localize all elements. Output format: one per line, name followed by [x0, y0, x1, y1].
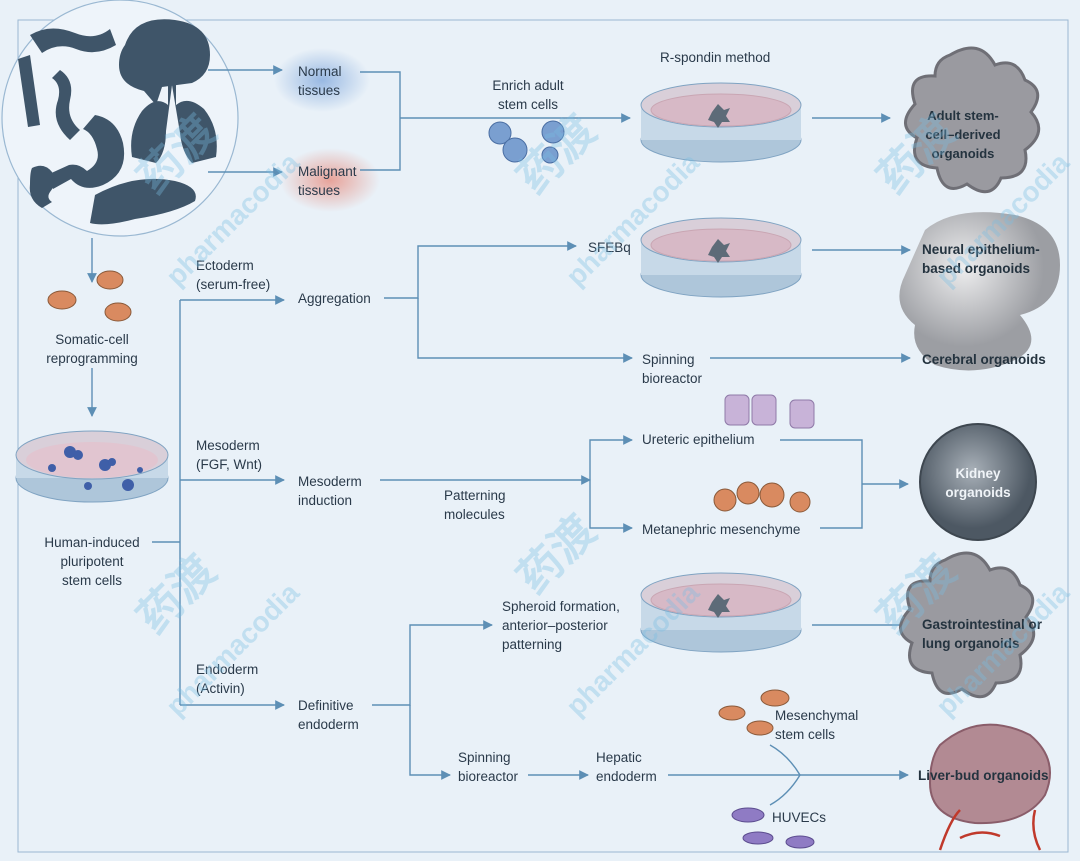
huvec-merge [769, 774, 801, 806]
malignant-glow [280, 148, 380, 212]
dish-spheroid [640, 572, 802, 653]
msc-merge [769, 744, 801, 776]
metanephric-cells [713, 481, 811, 513]
label-mesoderm-induction: Mesoderm induction [298, 474, 362, 508]
arrow-to-metanephric [589, 480, 633, 533]
label-spinning-1: Spinning bioreactor [642, 352, 703, 386]
dish-rspondin [640, 82, 802, 163]
label-ipsc: Human-induced pluripotent stem cells [44, 535, 140, 588]
label-adult-organoids: Adult stem- cell–derived organoids [925, 108, 1001, 161]
brain-icon [119, 19, 210, 105]
bracket-tissues [360, 71, 401, 171]
huvec-cells [731, 807, 815, 849]
neural-organoid [899, 212, 1060, 371]
kidney-icon [29, 165, 55, 208]
stomach-icon [47, 115, 125, 189]
label-liver-organoids: Liver-bud organoids [918, 768, 1049, 783]
normal-glow [274, 48, 370, 112]
arrow-to-ureteric [589, 435, 633, 480]
adult-stem-cells [488, 120, 565, 164]
arrow-to-spin2 [409, 705, 451, 780]
label-somatic: Somatic-cell reprogramming [46, 332, 138, 366]
somatic-cells [47, 270, 132, 322]
label-endoderm: Endoderm (Activin) [196, 662, 259, 696]
label-msc: Mesenchymal stem cells [775, 708, 859, 742]
kidney-organoid [919, 423, 1037, 541]
liver-icon [90, 178, 196, 225]
arrow-to-spheroid [372, 620, 493, 706]
label-definitive: Definitive endoderm [298, 698, 359, 732]
label-hepatic: Hepatic endoderm [596, 750, 657, 784]
arrow-to-sfebq [384, 241, 577, 299]
adult-organoid [904, 46, 1041, 194]
label-huvecs: HUVECs [772, 810, 827, 825]
label-spheroid: Spheroid formation, anterior–posterior p… [502, 599, 620, 652]
label-gi-organoids: Gastrointestinal or lung organoids [922, 617, 1043, 651]
label-cerebral-organoids: Cerebral organoids [922, 352, 1046, 367]
label-enrich: Enrich adult stem cells [492, 78, 564, 112]
msc-cells [718, 689, 790, 736]
liver-organoid [928, 723, 1051, 851]
label-normal-tissues: Normal tissues [298, 64, 342, 98]
label-neural-organoids: Neural epithelium- based organoids [922, 242, 1040, 276]
label-aggregation: Aggregation [298, 291, 371, 306]
gi-organoid [899, 551, 1036, 699]
label-ureteric: Ureteric epithelium [642, 432, 755, 447]
label-patterning: Patterning molecules [444, 488, 506, 522]
dish-ipsc [15, 430, 169, 503]
label-spinning-2: Spinning bioreactor [458, 750, 519, 784]
organs-circle [1, 0, 239, 237]
label-malignant-tissues: Malignant tissues [298, 164, 357, 198]
arrow-to-spin1 [417, 298, 633, 363]
label-ectoderm: Ectoderm (serum-free) [196, 258, 271, 292]
intestine-icon [18, 28, 116, 140]
label-mesoderm: Mesoderm (FGF, Wnt) [196, 438, 262, 472]
ureteric-cells [724, 394, 815, 429]
label-sfebq: SFEBq [588, 240, 631, 255]
dish-sfebq [640, 217, 802, 298]
label-metanephric: Metanephric mesenchyme [642, 522, 801, 537]
lungs-icon [131, 85, 217, 163]
label-rspondin: R-spondin method [660, 50, 771, 65]
label-kidney-organoids: Kidney organoids [945, 466, 1011, 500]
